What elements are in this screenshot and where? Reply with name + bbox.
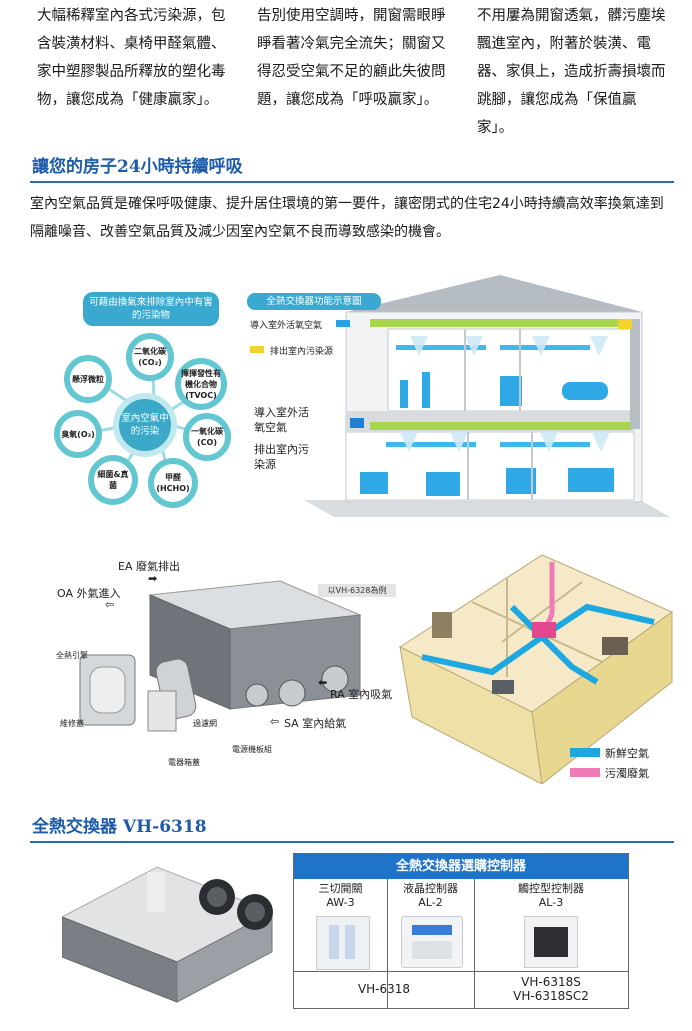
section-divider-2 xyxy=(30,841,674,843)
legend-fresh-swatch xyxy=(570,748,600,757)
sa-arrow-icon: ⇦ xyxy=(270,715,280,728)
example-note: 以VH-6328為例 xyxy=(318,584,396,597)
footer-model-right-1: VH-6318S xyxy=(521,975,581,989)
ra-label: RA 室內吸氣 xyxy=(330,688,393,701)
pollutant-hcho: 甲醛(HCHO) xyxy=(148,458,198,508)
exhaust-label: 排出室內污染源 xyxy=(254,443,309,471)
controller-name-al2: 液晶控制器 xyxy=(403,882,458,895)
filter-label: 過濾網 xyxy=(193,719,217,728)
ra-arrow-icon: ⬅ xyxy=(318,676,328,689)
switch-aw3-image xyxy=(316,916,370,970)
intake-label: 導入室外活氧空氣 xyxy=(254,406,309,434)
section-divider xyxy=(30,181,674,183)
ea-arrow-icon: ➡ xyxy=(148,572,158,585)
controller-table-header: 全熱交換器選購控制器 xyxy=(294,854,628,879)
unit-illustration xyxy=(79,580,362,732)
benefit-health: 大幅稀釋室內各式污染源，包含裝潢材料、桌椅甲醛氣體、家中塑膠製品所釋放的塑化毒物… xyxy=(37,8,226,108)
touch-al3-image xyxy=(524,916,578,968)
section-heading-breathing: 讓您的房子24小時持續呼吸 xyxy=(32,157,243,177)
legend-exhaust-label: 排出室內污染源 xyxy=(270,347,334,357)
pollutant-co: 一氧化碳(CO) xyxy=(183,413,231,461)
footer-model-left: VH-6318 xyxy=(357,982,411,996)
intake-arrow-icon xyxy=(336,320,350,327)
pollutant-tvoc: 揮揮發性有機化合物(TVOC) xyxy=(175,358,227,410)
benefit-value: 不用屢為開窗透氣，髒污塵埃飄進室內，附著於裝潢、電器、家俱上，造成折壽損壞而跳腳… xyxy=(477,8,666,136)
footer-model-right-2: VH-6318SC2 xyxy=(513,989,589,1003)
cover-label: 維修蓋 xyxy=(60,719,84,728)
exhaust-arrow-icon xyxy=(250,346,264,353)
controller-model-aw3: AW-3 xyxy=(326,896,355,909)
legend-fresh-label: 新鮮空氣 xyxy=(605,747,649,760)
board-label: 電源機板組 xyxy=(232,745,272,754)
pollutant-title: 可藉由換氣來排除室內中有害的污染物 xyxy=(83,292,219,326)
controller-table: 全熱交換器選購控制器 三切開關 AW-3 液晶控制器 AL-2 觸控型控制器 A… xyxy=(293,853,629,1009)
legend-exhaust-swatch xyxy=(570,768,600,777)
section-paragraph: 室內空氣品質是確保呼吸健康、提升居住環境的第一要件，讓密閉式的住宅24小時持續高… xyxy=(30,196,664,240)
box-label: 電器箱蓋 xyxy=(168,758,200,767)
oa-arrow-icon: ⇦ xyxy=(105,598,115,611)
table-divider xyxy=(294,971,628,972)
house-isometric-illustration xyxy=(398,554,674,784)
pollutant-center: 室內空氣中的污染 xyxy=(113,393,177,457)
ea-label: EA 廢氣排出 xyxy=(118,560,180,573)
controller-name-al3: 觸控型控制器 xyxy=(518,882,584,895)
pollutant-pm: 懸浮微粒 xyxy=(64,355,112,403)
controller-model-al3: AL-3 xyxy=(538,896,564,909)
exchanger-diagram-title: 全熱交換器功能示意圖 xyxy=(247,293,381,310)
lcd-al2-image xyxy=(401,916,463,968)
benefit-breathing: 告別使用空調時，開窗需眼睜睜看著冷氣完全流失；關窗又得忍受空氣不足的顧此失彼問題… xyxy=(257,8,446,108)
sa-label: SA 室內給氣 xyxy=(284,717,347,730)
table-divider xyxy=(474,879,475,1008)
product-vh6318-image xyxy=(62,866,274,1003)
oa-label: OA 外氣進入 xyxy=(57,587,121,600)
legend-intake-label: 導入室外活氧空氣 xyxy=(250,321,323,331)
controller-model-al2: AL-2 xyxy=(418,896,443,909)
table-divider xyxy=(387,879,388,1008)
core-label: 全熱引擎 xyxy=(56,651,88,660)
legend-exhaust-label: 污濁廢氣 xyxy=(605,767,649,780)
house-section-illustration xyxy=(304,275,670,517)
section-heading-product: 全熱交換器 VH-6318 xyxy=(32,817,207,837)
controller-name-aw3: 三切開關 xyxy=(318,882,363,895)
pollutant-bacteria: 細菌&真菌 xyxy=(88,455,138,505)
pollutant-ozone: 臭氧(O₃) xyxy=(54,410,102,458)
pollutant-co2: 二氧化碳(CO₂) xyxy=(126,333,174,381)
